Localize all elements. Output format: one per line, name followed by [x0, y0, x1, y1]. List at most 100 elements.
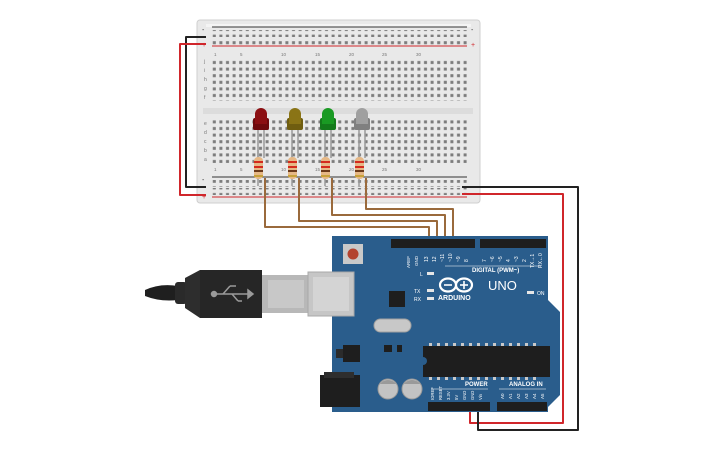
wire-signal-12[interactable] — [298, 178, 438, 240]
column-number: 25 — [382, 167, 388, 172]
pin-label: 5V — [454, 395, 459, 400]
row-letter: d — [204, 130, 207, 136]
column-number: 30 — [416, 167, 422, 172]
wire-signal-11[interactable] — [331, 178, 446, 240]
row-letter: c — [204, 139, 207, 145]
digital-header-left[interactable] — [391, 239, 475, 248]
voltage-regulator — [343, 345, 360, 362]
wire-signal-13[interactable] — [264, 178, 430, 240]
column-number: 15 — [315, 52, 321, 57]
column-number: 10 — [281, 52, 287, 57]
usb-symbol-icon — [210, 285, 255, 302]
column-number: 20 — [349, 52, 355, 57]
pin-label: RX←0 — [538, 253, 544, 268]
usb-controller-chip — [389, 291, 405, 307]
wire-gnd-black[interactable] — [462, 186, 579, 431]
pin-label: TX→1 — [530, 254, 536, 268]
onboard-leds: L TX RX — [414, 272, 434, 303]
pin-label: 3.3V — [446, 391, 451, 400]
white-led[interactable] — [354, 108, 370, 158]
row-letter: b — [204, 148, 207, 154]
usb-cable[interactable] — [145, 270, 310, 318]
crystal — [373, 318, 412, 333]
breadboard[interactable]: - + - + - + j i h g f e d c b a 1 5 10 1… — [196, 19, 481, 204]
pin-label: GND — [470, 391, 475, 400]
digital-pwm-label: DIGITAL (PWM~) — [472, 268, 519, 274]
pin-label: 13 — [424, 256, 430, 262]
model-label: UNO — [488, 278, 517, 293]
reset-button[interactable] — [343, 244, 363, 264]
led-bank[interactable] — [253, 108, 370, 186]
pin-label: A5 — [540, 393, 545, 399]
pin-label: ~6 — [490, 256, 496, 262]
pin-label: ~10 — [448, 253, 454, 262]
pin-label: GND — [462, 391, 467, 400]
row-letters: j i h g f e d c b a — [203, 59, 207, 163]
column-number: 5 — [240, 167, 243, 172]
arduino-uno[interactable]: AREF GND 13 12 ~11 ~10 ~9 8 7 ~6 ~5 4 ~3… — [307, 236, 560, 412]
resistor-4[interactable] — [355, 150, 364, 186]
pin-label: 12 — [432, 256, 438, 262]
row-letter: e — [204, 121, 207, 127]
rail-minus-bottom-left: - — [202, 177, 205, 184]
column-number: 30 — [416, 52, 422, 57]
pin-label: ~9 — [456, 256, 462, 262]
wire-5v-red[interactable] — [462, 193, 564, 424]
pin-label: A2 — [516, 393, 521, 399]
wire-signal-10[interactable] — [365, 178, 454, 240]
resistor-1[interactable] — [254, 150, 263, 186]
column-number: 15 — [315, 167, 321, 172]
pin-label: Vin — [478, 393, 483, 400]
column-number: 1 — [214, 167, 217, 172]
rail-plus-bottom-left: + — [202, 194, 206, 201]
column-number: 20 — [349, 167, 355, 172]
pin-label: ~3 — [514, 256, 520, 262]
pin-label: A1 — [508, 393, 513, 399]
led-l-label: L — [420, 272, 423, 278]
arduino-logo-icon — [438, 277, 474, 293]
column-numbers: 1 5 10 15 20 25 30 1 5 10 15 20 25 30 — [214, 52, 422, 172]
row-letter: i — [204, 68, 205, 74]
rail-minus-top-right: - — [471, 27, 474, 34]
pin-label: 8 — [464, 259, 470, 262]
digital-pin-labels: 13 12 ~11 ~10 ~9 8 7 ~6 ~5 4 ~3 2 TX→1 R… — [424, 253, 544, 268]
wire-left-black[interactable] — [185, 36, 206, 188]
red-led[interactable] — [253, 108, 269, 158]
row-letter: j — [203, 59, 205, 65]
digital-header-right[interactable] — [480, 239, 546, 248]
wire-left-red[interactable] — [179, 43, 206, 196]
rail-plus-top-right: + — [471, 42, 475, 49]
column-number: 1 — [214, 52, 217, 57]
on-label: ON — [537, 291, 545, 297]
pin-label: 4 — [506, 259, 512, 262]
rail-minus-top-left: - — [202, 27, 205, 34]
pin-label: A0 — [500, 393, 505, 399]
column-number: 25 — [382, 52, 388, 57]
pin-label: 7 — [482, 259, 488, 262]
row-letter: g — [204, 86, 207, 92]
power-pin-labels: IOREF RESET 3.3V 5V GND GND Vin — [430, 386, 483, 400]
pin-label: A4 — [532, 393, 537, 399]
led-rx-label: RX — [414, 297, 422, 303]
wires[interactable] — [179, 36, 579, 431]
power-header[interactable] — [428, 402, 490, 411]
row-letter: f — [204, 95, 206, 101]
pin-label: RESET — [438, 386, 443, 400]
brand-label: ARDUINO — [438, 295, 471, 302]
analog-in-label: ANALOG IN — [509, 382, 543, 388]
atmega-chip — [423, 343, 550, 380]
analog-pin-labels: A0 A1 A2 A3 A4 A5 — [500, 393, 545, 399]
row-letter: h — [204, 77, 207, 83]
pin-label: IOREF — [430, 387, 435, 400]
row-letter: a — [204, 157, 207, 163]
led-tx-label: TX — [414, 289, 421, 295]
column-number: 5 — [240, 52, 243, 57]
analog-header[interactable] — [497, 402, 547, 411]
power-label: POWER — [465, 382, 488, 388]
power-jack[interactable] — [320, 372, 360, 407]
resistor-3[interactable] — [321, 150, 330, 186]
resistor-2[interactable] — [288, 150, 297, 186]
yellow-led[interactable] — [287, 108, 303, 158]
column-number: 10 — [281, 167, 287, 172]
